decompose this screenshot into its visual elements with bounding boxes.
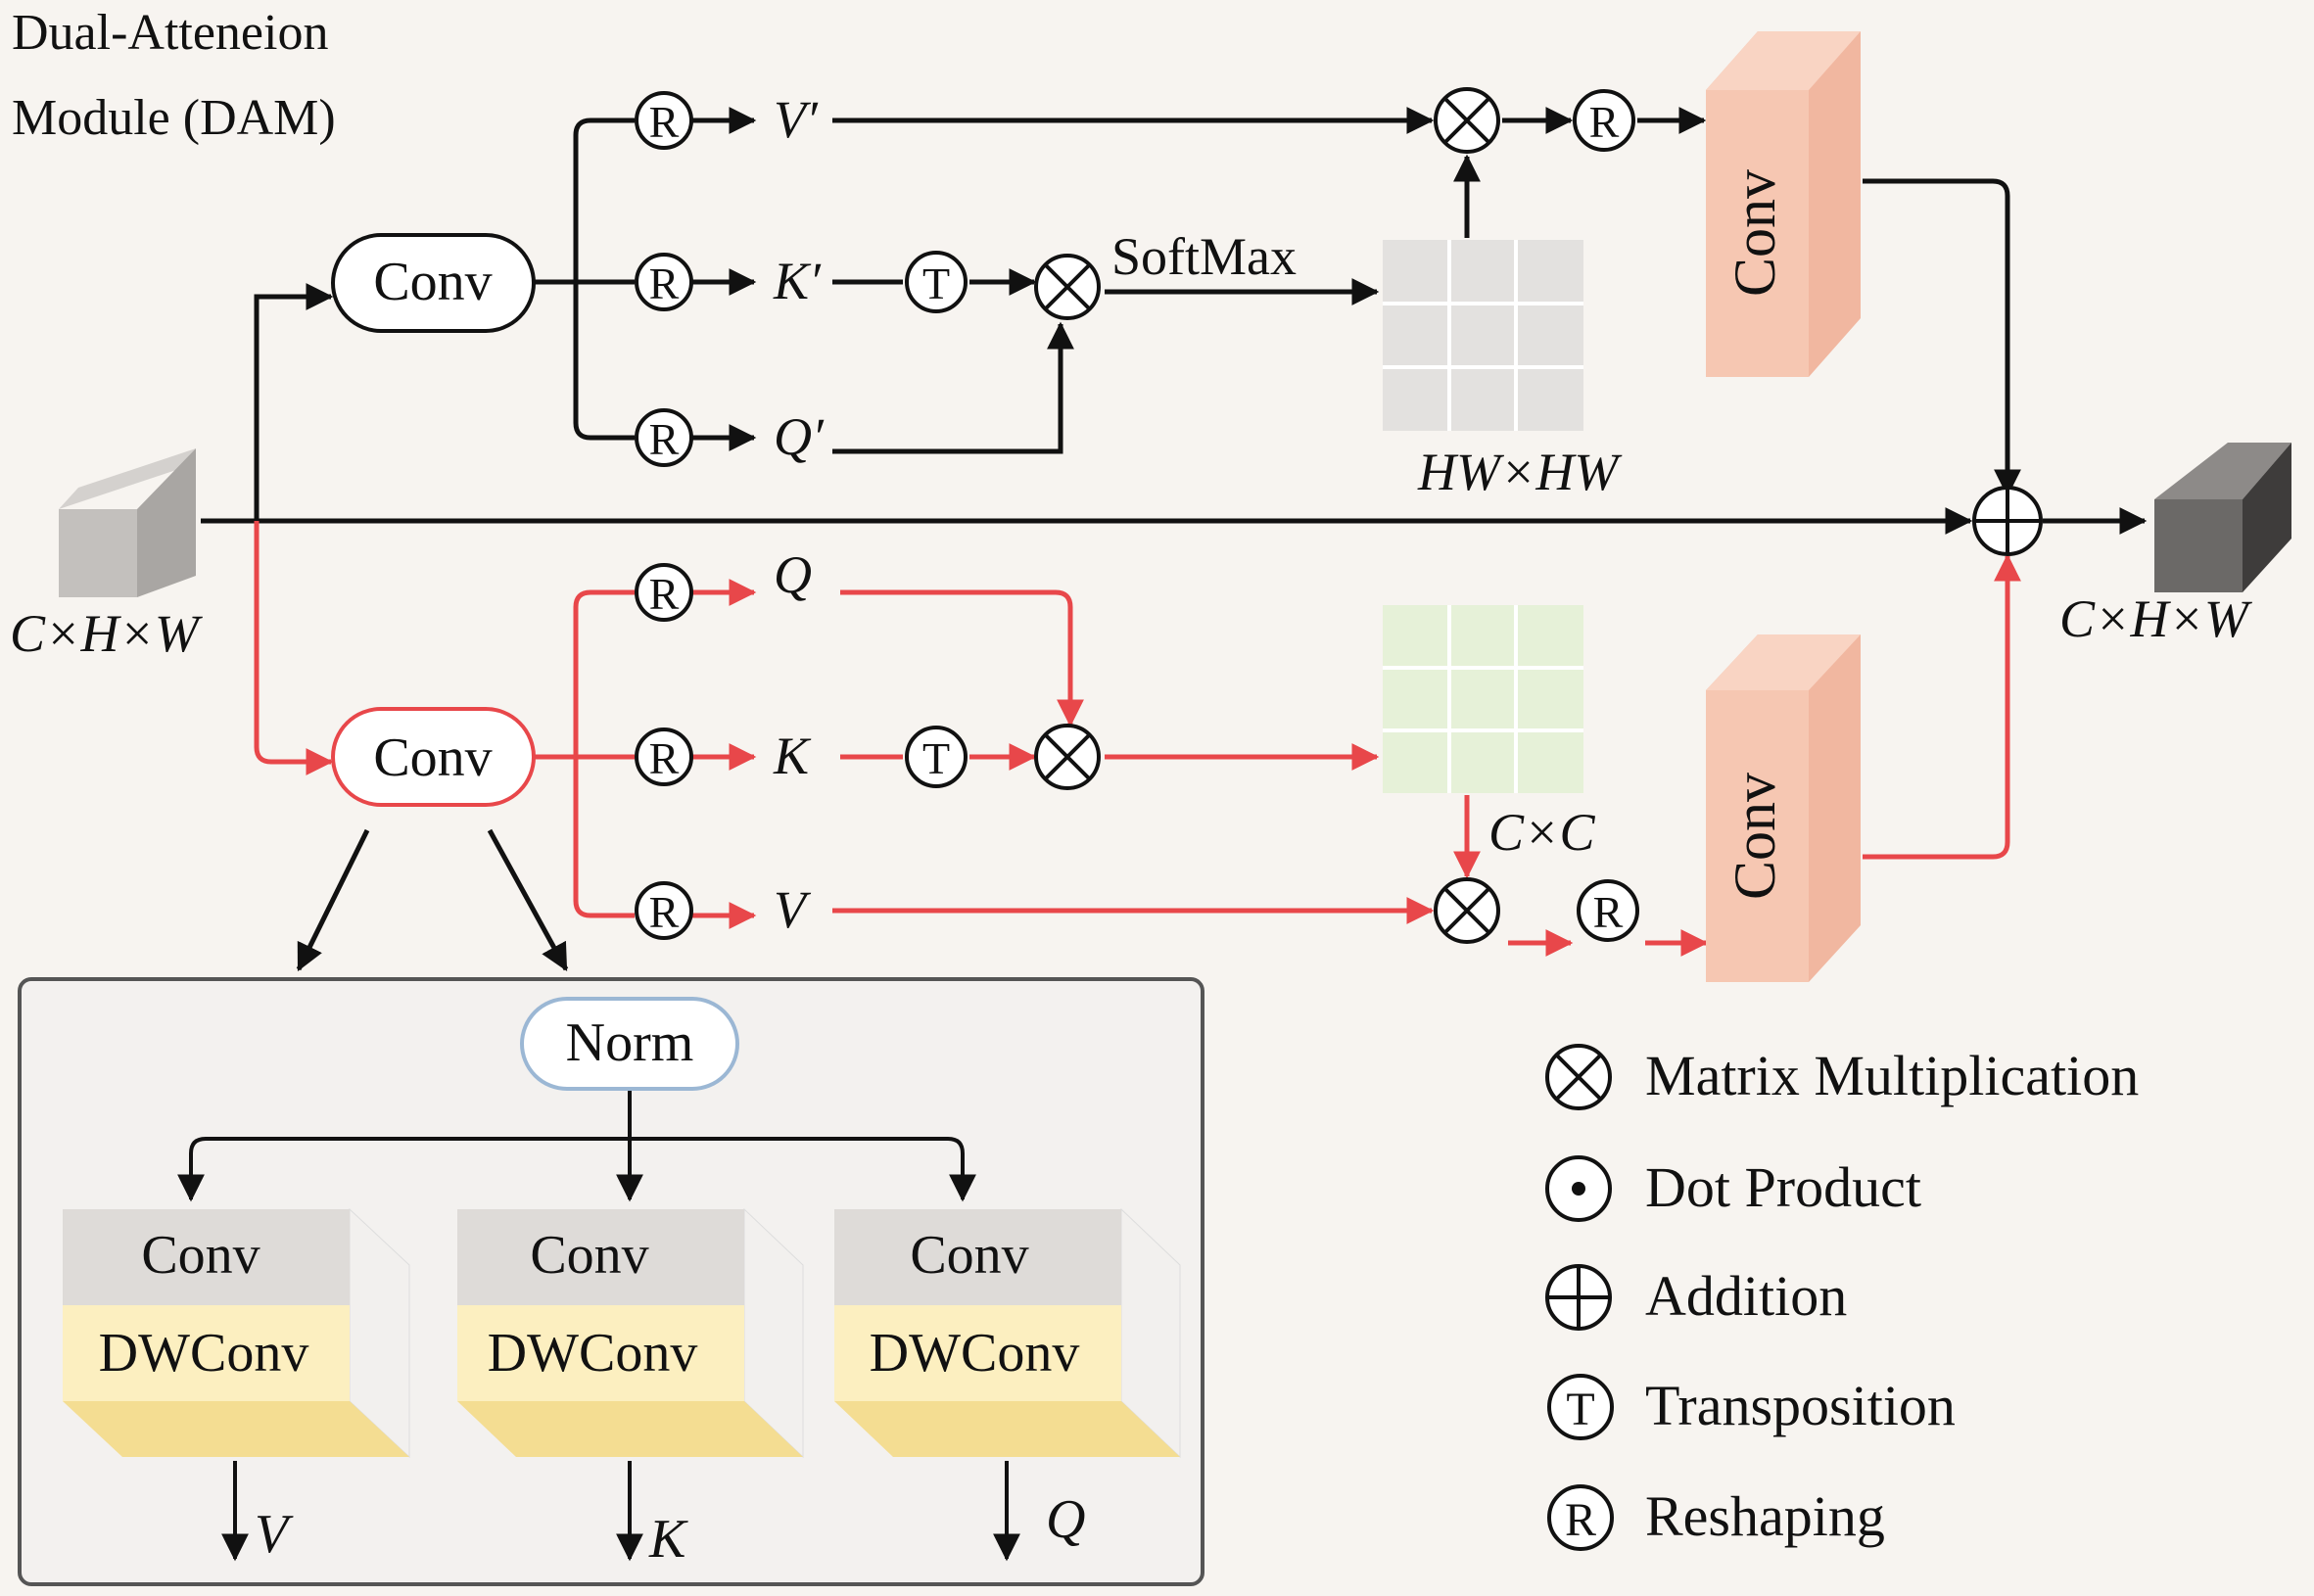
transpose-op-bottom: T — [905, 726, 968, 788]
legend-reshape-icon: R — [1547, 1484, 1614, 1551]
legend-transpose-label: Transposition — [1645, 1374, 1956, 1437]
k-label: K — [773, 727, 812, 785]
addition-op — [1972, 486, 2043, 556]
reshape-op-v-prime: R — [635, 91, 693, 150]
norm-label: Norm — [566, 1012, 694, 1073]
detail-output-k: K — [648, 1509, 688, 1570]
bottom-attention-matrix — [1383, 605, 1583, 793]
detail-output-v: V — [255, 1504, 294, 1565]
block-k-dwconv: DWConv — [488, 1323, 698, 1384]
bottom-conv-label: Conv — [373, 728, 492, 788]
detail-block-q: Conv DWConv — [834, 1207, 1181, 1459]
svg-text:R: R — [649, 887, 680, 937]
matmul-bottom-v — [1434, 877, 1500, 944]
bottom-matrix-label: C×C — [1488, 803, 1595, 862]
top-conv-label: Conv — [373, 252, 492, 312]
matmul-top-v — [1434, 87, 1500, 154]
legend: Matrix Multiplication Dot Product Additi… — [1545, 1044, 2139, 1551]
legend-matmul-icon — [1545, 1044, 1612, 1110]
bottom-conv-block-label: Conv — [1723, 773, 1787, 900]
svg-text:R: R — [1565, 1494, 1596, 1546]
output-label: C×H×W — [2059, 589, 2253, 648]
svg-text:T: T — [922, 733, 950, 783]
top-conv-block: Conv — [1706, 31, 1861, 377]
block-q-conv: Conv — [910, 1225, 1028, 1286]
svg-text:R: R — [649, 733, 680, 783]
matmul-ops — [1034, 87, 2043, 944]
reshape-op-v: R — [635, 881, 693, 940]
svg-text:T: T — [922, 258, 950, 308]
input-tensor-cube — [59, 448, 196, 597]
k-prime-label: K′ — [773, 252, 822, 310]
bottom-conv-node: Conv — [331, 707, 536, 807]
matmul-top-kq — [1034, 254, 1101, 320]
block-q-dwconv: DWConv — [870, 1323, 1080, 1384]
block-v-dwconv: DWConv — [99, 1323, 309, 1384]
top-conv-node: Conv — [331, 233, 536, 333]
detail-block-k: Conv DWConv — [457, 1207, 804, 1459]
legend-reshape-label: Reshaping — [1645, 1484, 1885, 1548]
output-tensor-cube — [2154, 443, 2291, 592]
reshape-op-q: R — [635, 563, 693, 622]
softmax-label: SoftMax — [1111, 227, 1297, 286]
v-label: V — [774, 880, 812, 939]
svg-text:R: R — [1589, 97, 1620, 147]
reshape-op-q-prime: R — [635, 408, 693, 467]
svg-text:R: R — [649, 414, 680, 464]
svg-text:T: T — [1566, 1384, 1594, 1435]
legend-dot-label: Dot Product — [1645, 1155, 1921, 1219]
top-conv-block-label: Conv — [1723, 169, 1787, 297]
bottom-ops: R R R T R — [635, 563, 1639, 942]
top-branch-paths — [201, 107, 2148, 972]
legend-transpose-icon: T — [1547, 1374, 1614, 1440]
bottom-branch-paths — [254, 521, 2021, 957]
svg-text:R: R — [649, 97, 680, 147]
legend-matmul-label: Matrix Multiplication — [1645, 1044, 2139, 1107]
svg-text:R: R — [649, 258, 680, 308]
reshape-op-top-output: R — [1573, 89, 1635, 152]
detail-output-q: Q — [1046, 1489, 1085, 1550]
legend-add-label: Addition — [1645, 1264, 1847, 1328]
variable-labels: V′ K′ Q′ Q K V SoftMax — [773, 90, 1297, 939]
detail-box: Norm Conv DWConv Conv DWConv Conv DWConv — [18, 977, 1204, 1586]
q-label: Q — [774, 545, 812, 604]
title-line-1: Dual-Atteneion — [12, 5, 328, 61]
block-v-conv: Conv — [141, 1225, 260, 1286]
svg-text:R: R — [649, 569, 680, 619]
legend-add-icon — [1545, 1264, 1612, 1331]
top-attention-matrix — [1383, 240, 1583, 431]
norm-node: Norm — [520, 997, 739, 1091]
q-prime-label: Q′ — [774, 407, 825, 466]
transpose-op-top: T — [905, 251, 968, 313]
reshape-op-bottom-output: R — [1577, 879, 1639, 942]
top-ops: R R R T R — [635, 89, 1635, 467]
legend-dot-icon — [1545, 1155, 1612, 1222]
top-matrix-label: HW×HW — [1417, 443, 1623, 501]
title-line-2: Module (DAM) — [12, 90, 336, 146]
block-k-conv: Conv — [530, 1225, 648, 1286]
svg-text:R: R — [1593, 887, 1624, 937]
v-prime-label: V′ — [774, 90, 819, 149]
matmul-bottom-qk — [1034, 724, 1101, 790]
detail-block-v: Conv DWConv — [63, 1207, 410, 1459]
reshape-op-k: R — [635, 728, 693, 786]
input-label: C×H×W — [10, 604, 204, 663]
bottom-conv-block: Conv — [1706, 634, 1861, 982]
reshape-op-k-prime: R — [635, 253, 693, 311]
